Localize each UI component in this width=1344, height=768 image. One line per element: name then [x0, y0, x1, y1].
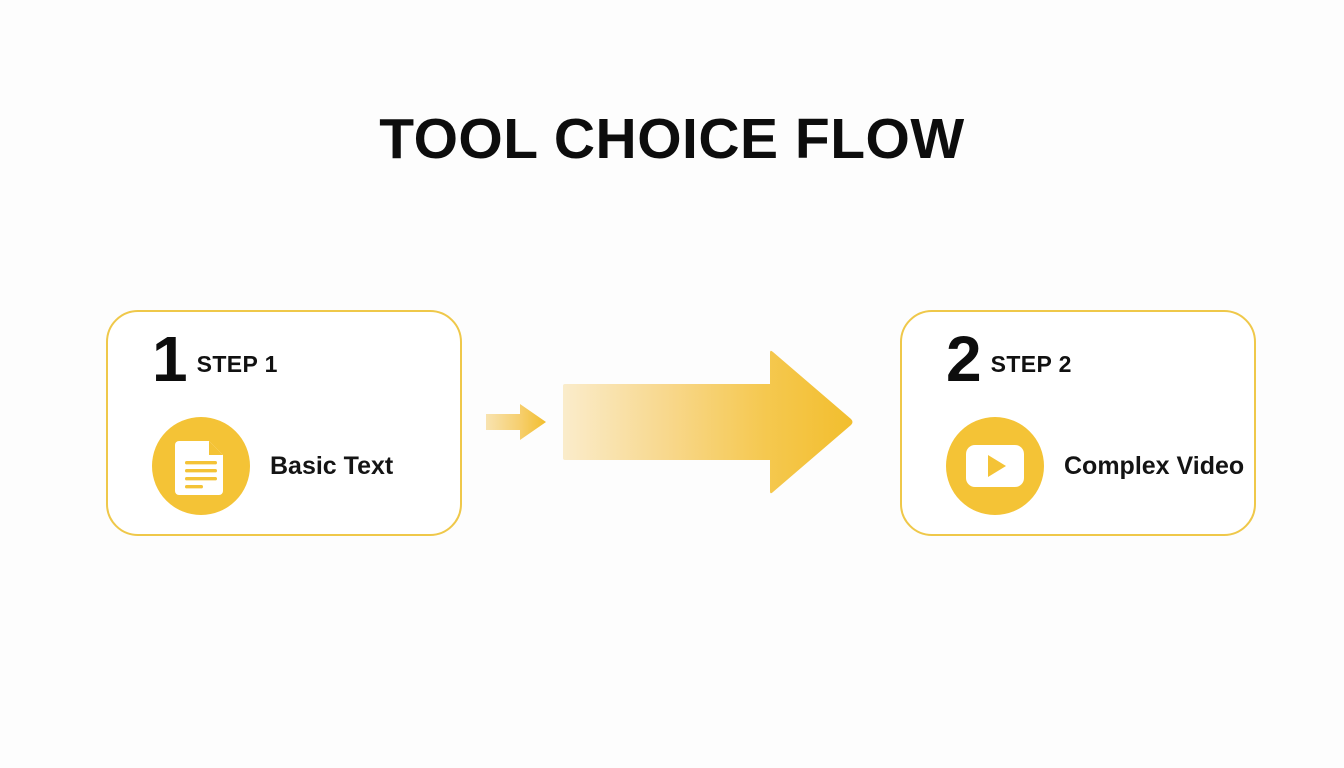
document-icon [152, 417, 250, 515]
step-card-1-body: Basic Text [152, 417, 393, 515]
step-number-2: 2 [946, 323, 982, 395]
step-item-label-2: Complex Video [1064, 451, 1245, 480]
video-play-icon [946, 417, 1044, 515]
page-title: TOOL CHOICE FLOW [379, 107, 965, 171]
arrow-right-icon-small [486, 402, 548, 442]
step-label-1: STEP 1 [196, 350, 278, 377]
step-card-2-header: 2 STEP 2 [946, 323, 1072, 395]
step-card-1-header: 1 STEP 1 [152, 323, 278, 395]
step-card-2[interactable]: 2 STEP 2 Complex Video [900, 310, 1256, 536]
step-card-2-body: Complex Video [946, 417, 1244, 515]
arrow-right-icon-large [563, 350, 853, 494]
step-card-1[interactable]: 1 STEP 1 Basic Text [106, 310, 462, 536]
step-number-1: 1 [152, 323, 188, 395]
step-item-label-1: Basic Text [270, 451, 394, 480]
step-label-2: STEP 2 [990, 350, 1072, 377]
